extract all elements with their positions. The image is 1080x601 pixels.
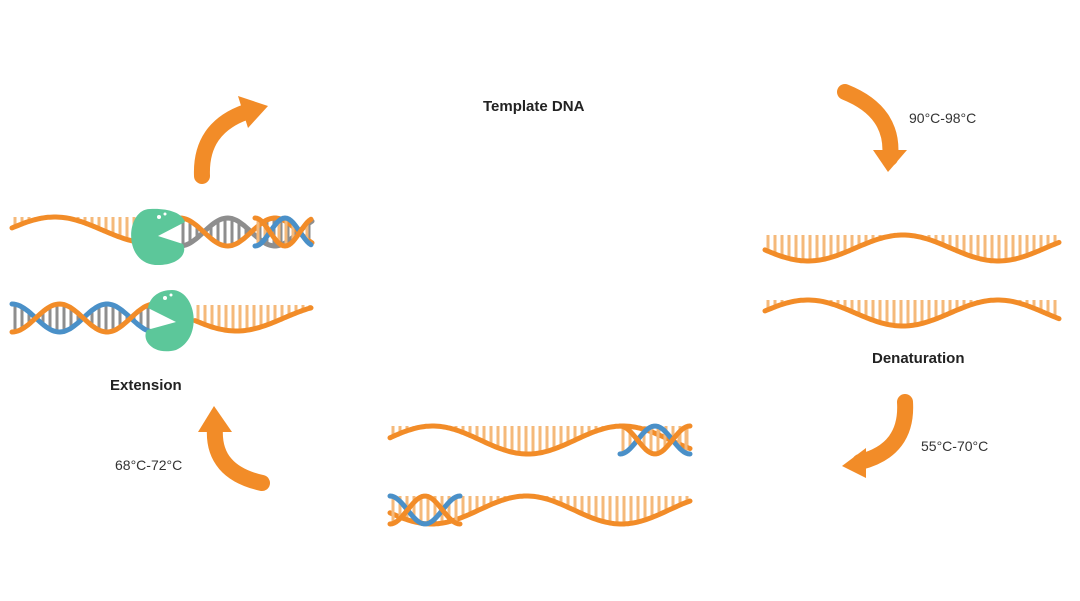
extension-template-upper (9, 214, 137, 244)
arrow-icon-top-right (837, 84, 907, 172)
polymerase-icon-bottom (145, 290, 194, 352)
polymerase-icon-top (131, 208, 185, 266)
primer-helix-upper (617, 423, 693, 457)
extension-helix-lower (9, 301, 153, 335)
primer-helix-lower (387, 493, 463, 527)
annealing-temperature: 55°C-70°C (921, 438, 989, 454)
extension-label: Extension (110, 377, 182, 394)
denaturation-label: Denaturation (872, 350, 965, 367)
denaturation-strand-upper (762, 232, 1062, 264)
extension-primer-upper (252, 215, 314, 249)
denaturation-temperature: 90°C-98°C (909, 110, 977, 126)
arrow-icon-top-left (193, 96, 268, 184)
arrow-icon-bottom-right (842, 394, 914, 478)
denaturation-strand-lower (762, 297, 1062, 329)
denaturation-dna-strands (762, 232, 1062, 329)
extension-template-lower (192, 305, 314, 334)
template-dna-label: Template DNA (483, 98, 585, 115)
extension-temperature: 68°C-72°C (115, 457, 183, 473)
extension-dna-helix-icon (9, 214, 315, 335)
arrow-icon-bottom-left (198, 406, 270, 491)
annealing-dna-strands (387, 423, 693, 527)
